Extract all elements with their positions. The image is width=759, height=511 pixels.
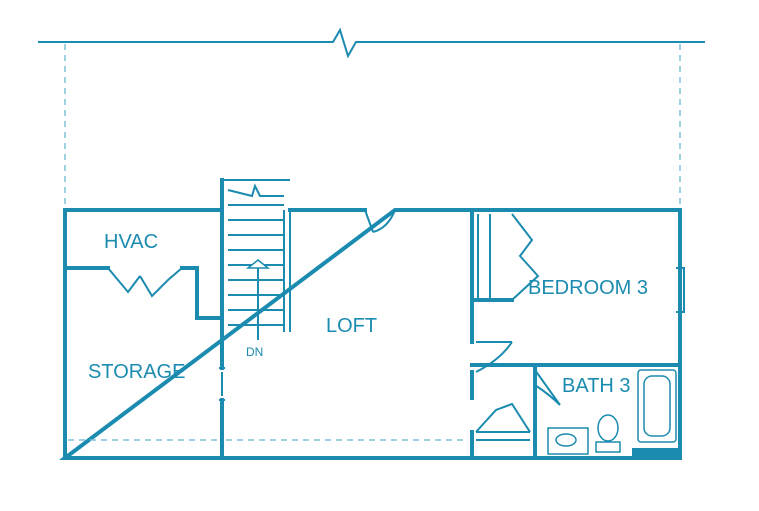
storage-door-gap — [219, 367, 225, 401]
break-line — [38, 27, 705, 59]
stair-label-down: DN — [246, 345, 263, 359]
bath-door — [534, 369, 561, 406]
sink — [555, 433, 577, 447]
loft-door — [364, 209, 396, 233]
room-label-bedroom: BEDROOM 3 — [528, 277, 648, 299]
bedroom-closet — [470, 213, 540, 302]
room-label-storage: STORAGE — [88, 361, 185, 383]
room-label-loft: LOFT — [326, 315, 377, 337]
bedroom-window — [676, 267, 685, 313]
tub-step — [632, 448, 680, 458]
toilet-bowl — [597, 414, 619, 442]
hvac-wall — [63, 266, 224, 320]
stairs — [222, 179, 291, 340]
linen-closet — [475, 402, 531, 441]
bathtub-inner — [643, 375, 671, 437]
upper-dashed-outline — [64, 44, 681, 210]
toilet-tank — [595, 441, 621, 453]
room-label-hvac: HVAC — [104, 231, 158, 253]
hvac-door — [107, 267, 183, 298]
hall-door — [475, 341, 513, 373]
room-label-bath: BATH 3 — [562, 375, 631, 397]
